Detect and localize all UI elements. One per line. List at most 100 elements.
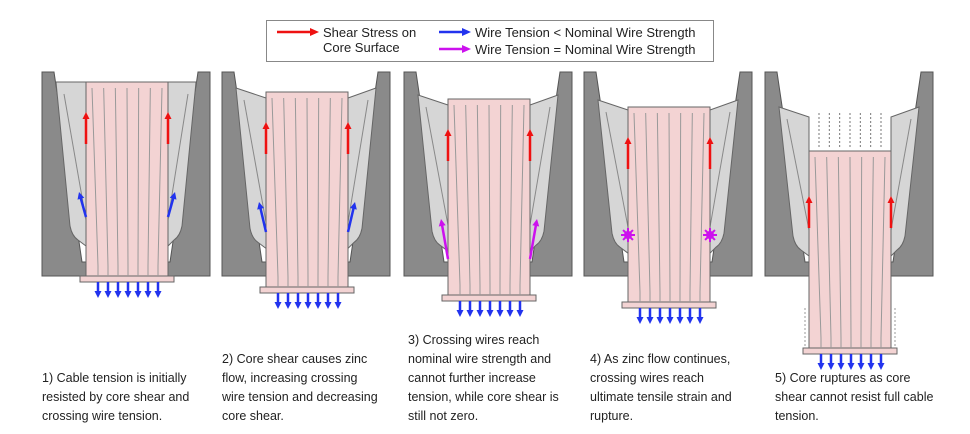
core-wire <box>337 97 343 287</box>
core-wire <box>137 87 140 276</box>
cable-tension-arrow-head <box>676 317 684 324</box>
stage-4-panel <box>583 71 753 324</box>
wire-tension-arrow-left <box>79 196 88 218</box>
cable-tension-arrow-head <box>496 310 504 317</box>
legend-item-tension-equal: Wire Tension = Nominal Wire Strength <box>439 42 696 57</box>
cable-tension-arrow-head <box>867 363 875 370</box>
legend-tension-below: Wire Tension < Nominal Wire Strength <box>475 25 696 40</box>
cable-tension-arrow-head <box>877 363 885 370</box>
legend-tension-equal: Wire Tension = Nominal Wire Strength <box>475 42 696 57</box>
zinc-wire <box>63 93 87 221</box>
cable-tension-arrow-head <box>284 302 292 309</box>
zinc-wire <box>243 99 267 223</box>
cable-tension-arrow-head <box>696 317 704 324</box>
wire-tension-arrow-right-head <box>532 219 540 227</box>
cable-tension-arrow-head <box>476 310 484 317</box>
cable-tension-arrow-head <box>827 363 835 370</box>
cable-tension-arrow-head <box>666 317 674 324</box>
cable-tension-arrow-head <box>294 302 302 309</box>
core-wire <box>880 156 886 348</box>
legend-shear-line2: Core Surface <box>323 40 400 55</box>
legend-shear-line1: Shear Stress on <box>323 25 417 40</box>
purple-arrow-icon <box>439 45 471 53</box>
cable-tension-arrow-head <box>334 302 342 309</box>
rupture-icon-right <box>706 231 714 239</box>
core-wire <box>699 112 705 302</box>
core-wire <box>668 112 671 302</box>
cable-tension-arrow-head <box>456 310 464 317</box>
stage-5-panel <box>764 71 934 370</box>
cable-tension-arrow-head <box>114 291 122 298</box>
wire-tension-arrow-left <box>440 223 450 260</box>
cable-tension-arrow-head <box>646 317 654 324</box>
cable-tension-arrow-head <box>516 310 524 317</box>
shear-arrow-left-head <box>444 129 452 136</box>
shear-arrow-left-head <box>624 137 632 144</box>
cable-tension-arrow-head <box>154 291 162 298</box>
cable-tension-arrow-head <box>656 317 664 324</box>
cable-tension-arrow-head <box>274 302 282 309</box>
caption-stage-2: 2) Core shear causes zinc flow, increasi… <box>222 352 378 423</box>
cable-tension-arrow-head <box>304 302 312 309</box>
shear-arrow-left-head <box>805 196 813 203</box>
caption-stage-3: 3) Crossing wires reach nominal wire str… <box>408 333 559 423</box>
core-wire <box>453 104 461 295</box>
shear-arrow-left-head <box>82 112 90 119</box>
zinc-left <box>597 99 629 255</box>
cable-tension-arrow-head <box>144 291 152 298</box>
cable-tension-arrow-head <box>857 363 865 370</box>
stage-3-panel <box>403 71 573 317</box>
stage-2-panel <box>221 71 391 309</box>
core-wire <box>499 104 502 295</box>
core-flange <box>79 275 175 283</box>
zinc-right <box>709 99 739 255</box>
core-wire <box>509 104 513 295</box>
shear-arrow-left-head <box>262 122 270 129</box>
cable-tension-arrow-head <box>94 291 102 298</box>
cable-tension-arrow-head <box>506 310 514 317</box>
core-wire <box>645 112 651 302</box>
cable-tension-arrow-head <box>134 291 142 298</box>
zinc-wire <box>167 93 189 221</box>
core-wire <box>488 104 491 295</box>
zinc-wire <box>605 111 629 228</box>
cable-tension-arrow-head <box>314 302 322 309</box>
blue-arrow-icon <box>439 28 471 36</box>
zinc-wire <box>425 106 449 226</box>
zinc-wire <box>890 118 912 231</box>
zinc-wire <box>709 111 731 228</box>
core-wire <box>271 97 279 287</box>
core-wire <box>465 104 471 295</box>
caption-stage-5: 5) Core ruptures as core shear cannot re… <box>775 371 934 423</box>
core-wire <box>519 104 525 295</box>
wire-tension-arrow-left-head <box>257 202 264 210</box>
shear-arrow-right-head <box>526 129 534 136</box>
core-wire <box>656 112 661 302</box>
caption-stage-1: 1) Cable tension is initially resisted b… <box>42 371 190 423</box>
core-wire <box>306 97 309 287</box>
core-wire <box>476 104 481 295</box>
core-wire <box>679 112 682 302</box>
zinc-wire <box>786 118 810 231</box>
core-flange <box>621 301 717 309</box>
wire-tension-arrow-right <box>166 196 175 218</box>
core-wire <box>283 97 289 287</box>
cable-tension-arrow-head <box>636 317 644 324</box>
core-wire <box>147 87 151 276</box>
shear-arrow-right-head <box>706 137 714 144</box>
shear-arrow-right-head <box>344 122 352 129</box>
wire-tension-arrow-right-head <box>169 192 177 200</box>
cable-tension-arrow-head <box>847 363 855 370</box>
core-wire <box>633 112 641 302</box>
core-wire <box>826 156 832 348</box>
cable-tension-arrow-head <box>466 310 474 317</box>
cable-tension-arrow-head <box>124 291 132 298</box>
zinc-wire <box>529 106 551 226</box>
wire-tension-arrow-left <box>258 206 268 233</box>
core-wire <box>91 87 99 276</box>
core-wire <box>814 156 822 348</box>
wire-tension-arrow-right <box>346 206 356 233</box>
cable-tension-arrow-head <box>817 363 825 370</box>
